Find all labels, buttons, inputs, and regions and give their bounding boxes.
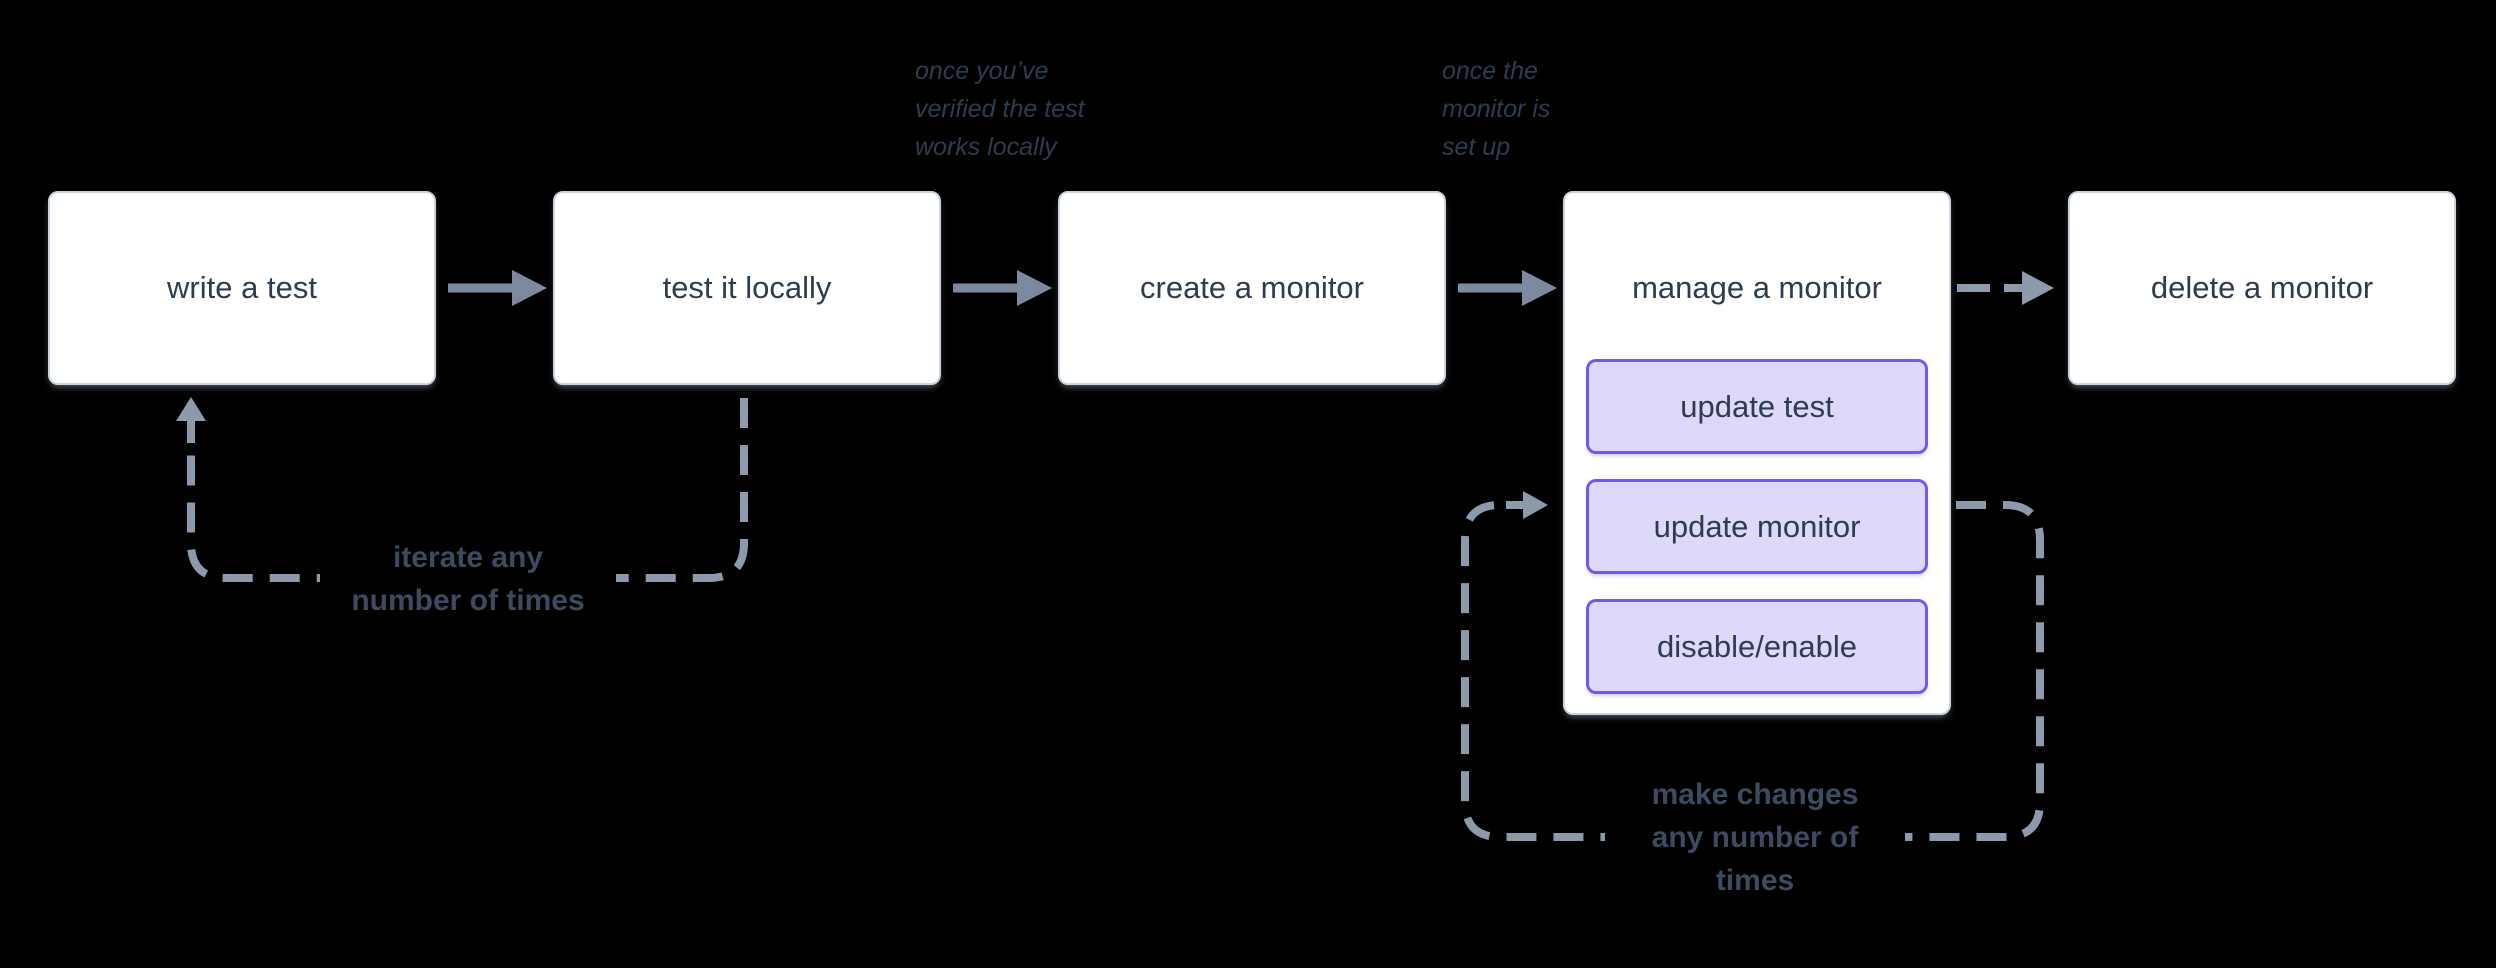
iterate-loop-arrowhead <box>176 397 206 421</box>
annotation-line: set up <box>1442 133 1511 161</box>
arrow-create-to-manage <box>1458 270 1557 306</box>
dashed-arrow-manage-to-delete <box>1957 271 2054 305</box>
loop-label-make-changes: make changes any number of times <box>1605 773 1905 902</box>
loop-label-line: iterate any <box>392 541 544 574</box>
action-update-test: update test <box>1586 359 1928 454</box>
node-label: create a monitor <box>1140 270 1364 305</box>
arrow-test-to-create <box>953 270 1052 306</box>
loop-label-line: any number of <box>1651 821 1859 854</box>
annotation-line: monitor is <box>1442 95 1551 123</box>
node-label: write a test <box>167 270 317 305</box>
action-label: disable/enable <box>1657 628 1857 664</box>
annotation-verified-locally: once you’ve verified the test works loca… <box>915 52 1085 166</box>
annotation-monitor-set-up: once the monitor is set up <box>1442 52 1550 166</box>
loop-label-line: number of times <box>351 584 585 617</box>
node-test-it-locally: test it locally <box>553 191 941 385</box>
node-create-a-monitor: create a monitor <box>1058 191 1446 385</box>
annotation-line: once you’ve <box>915 57 1049 85</box>
loop-label-iterate: iterate any number of times <box>320 536 616 622</box>
action-disable-enable: disable/enable <box>1586 599 1928 694</box>
arrow-write-to-test <box>448 270 547 306</box>
annotation-line: works locally <box>915 133 1057 161</box>
node-manage-a-monitor: manage a monitor update test update moni… <box>1563 191 1951 715</box>
node-label: delete a monitor <box>2150 270 2374 305</box>
node-label-area: manage a monitor <box>1565 193 1949 383</box>
loop-label-line: times <box>1715 864 1795 897</box>
make-changes-loop-arrowhead <box>1523 491 1548 519</box>
node-delete-a-monitor: delete a monitor <box>2068 191 2456 385</box>
node-label: test it locally <box>662 270 832 305</box>
node-label: manage a monitor <box>1632 270 1882 305</box>
action-update-monitor: update monitor <box>1586 479 1928 574</box>
action-label: update test <box>1680 388 1834 424</box>
action-label: update monitor <box>1653 508 1861 544</box>
annotation-line: verified the test <box>915 95 1085 123</box>
node-write-a-test: write a test <box>48 191 436 385</box>
annotation-line: once the <box>1442 57 1538 85</box>
loop-label-line: make changes <box>1651 778 1859 811</box>
